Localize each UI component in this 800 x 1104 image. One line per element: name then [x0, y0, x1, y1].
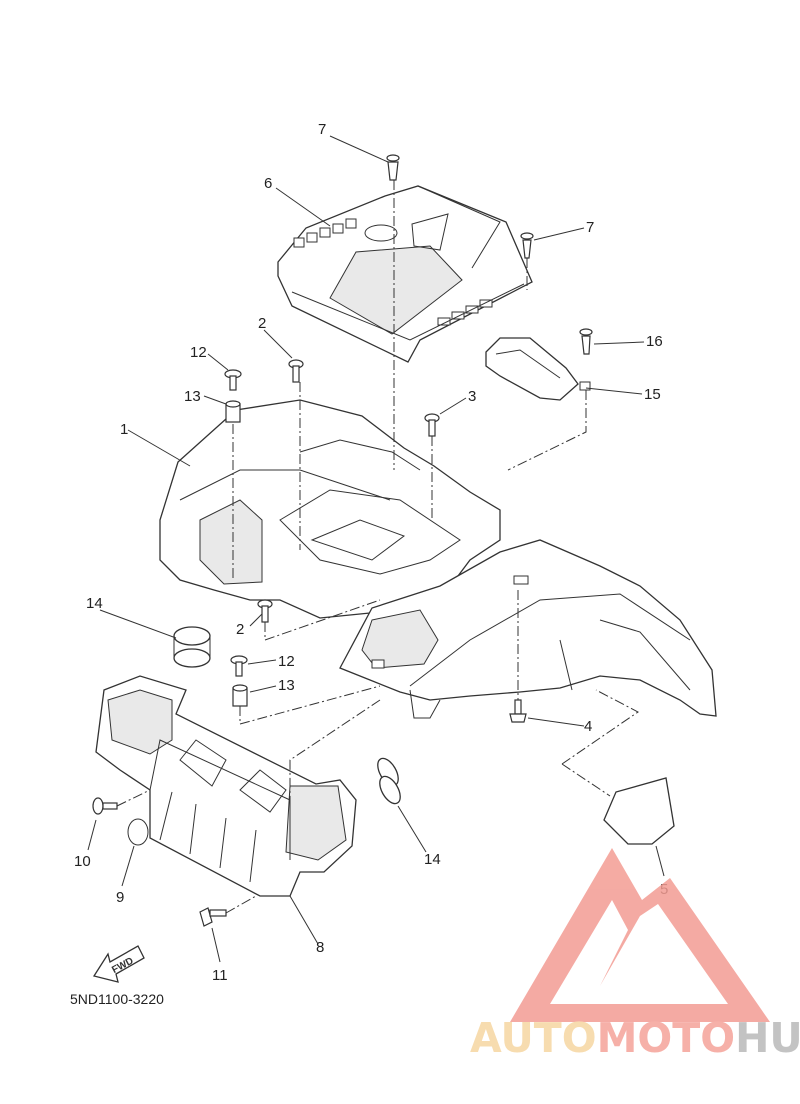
callout-6: 6: [264, 175, 272, 192]
callout-10: 10: [74, 853, 91, 870]
callout-2-lower: 2: [236, 621, 244, 638]
callout-labels: 7 6 7 16 15 12 2 13 3 1 14 2 12 13 4 10 …: [74, 121, 668, 984]
callout-9: 9: [116, 889, 124, 906]
callout-13-lower: 13: [278, 677, 295, 694]
part-9-plug: [127, 818, 149, 846]
callout-15: 15: [644, 386, 661, 403]
callout-12-upper: 12: [190, 344, 207, 361]
fwd-label: FWD: [110, 956, 135, 976]
part-5-label-plate: [603, 777, 675, 845]
part-14-grommet-upper: [173, 626, 211, 668]
callout-3: 3: [468, 388, 476, 405]
callout-14-upper: 14: [86, 595, 103, 612]
callout-16: 16: [646, 333, 663, 350]
callout-7-top: 7: [318, 121, 326, 138]
part-8-lower-frame: [95, 675, 357, 897]
svg-text:AUTOMOTOHUB: AUTOMOTOHUB: [470, 1014, 800, 1062]
callout-4: 4: [584, 718, 592, 735]
part-14-grommet-lower: [377, 757, 401, 805]
part-6-top-cover: [277, 185, 533, 363]
watermark-text-hub: HUB: [735, 1014, 800, 1062]
callout-7-right: 7: [586, 219, 594, 236]
watermark-text-moto: MOTO: [597, 1014, 735, 1062]
watermark-triangle-icon: [510, 848, 770, 1022]
fasteners: [92, 154, 593, 927]
callout-13-upper: 13: [184, 388, 201, 405]
part-1-main-fender: [159, 399, 501, 619]
leader-lines: [87, 135, 665, 963]
part-1-front-fender: [339, 539, 717, 719]
watermark-logo: AUTOMOTOHUB: [470, 848, 800, 1062]
watermark-text-auto: AUTO: [470, 1014, 597, 1062]
callout-2-upper: 2: [258, 315, 266, 332]
callout-8: 8: [316, 939, 324, 956]
callout-12-lower: 12: [278, 653, 295, 670]
part-code: 5ND1100-3220: [70, 991, 164, 1007]
callout-11: 11: [212, 967, 228, 984]
callout-14-lower: 14: [424, 851, 441, 868]
part-15-side-cover: [485, 337, 591, 401]
callout-1: 1: [120, 421, 128, 438]
fwd-arrow-icon: FWD: [92, 945, 145, 983]
